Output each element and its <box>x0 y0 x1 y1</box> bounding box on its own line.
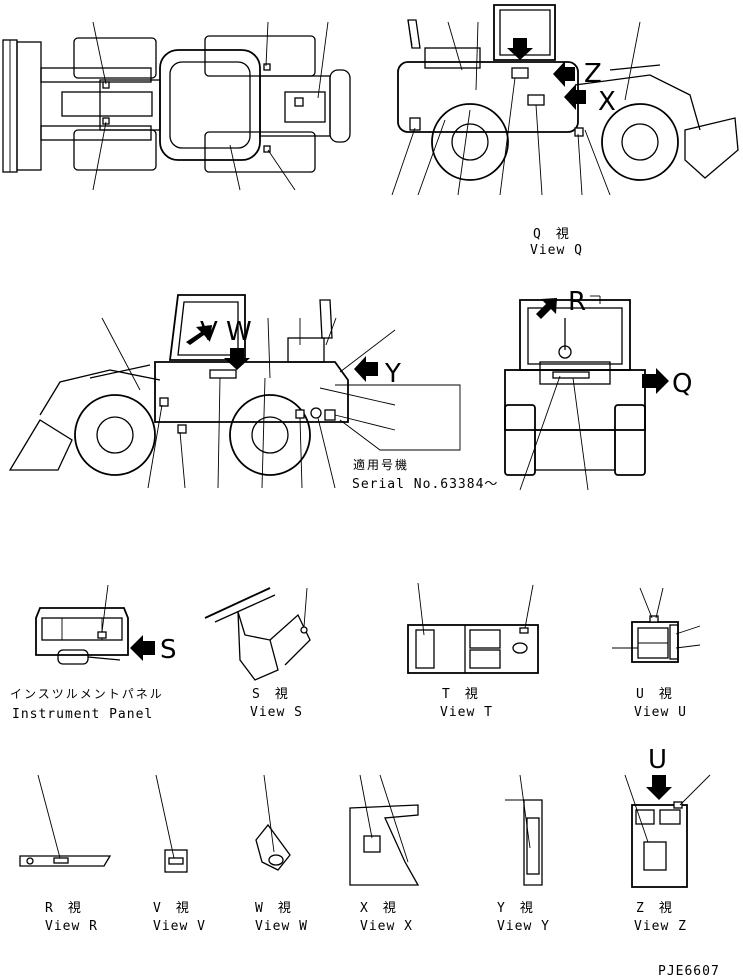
top-view-machine <box>2 21 351 191</box>
view-x-jp: X 視 <box>360 901 397 916</box>
view-t-en: View T <box>440 705 493 720</box>
arrow-letter-z: Z <box>584 59 602 89</box>
view-r-en: View R <box>45 919 98 934</box>
arrow-letter-x: X <box>598 87 616 117</box>
arrow-letter-s: S <box>160 635 177 665</box>
rear-view-machine: R Q <box>504 287 692 491</box>
view-y-en: View Y <box>497 919 550 934</box>
view-v-drawing <box>155 774 188 873</box>
serial-jp: 適用号機 <box>353 457 409 472</box>
view-z-jp: Z 視 <box>636 901 673 916</box>
arrow-letter-r: R <box>568 287 586 317</box>
view-z-en: View Z <box>634 919 687 934</box>
arrow-letter-q: Q <box>672 369 692 399</box>
view-u-jp: U 視 <box>636 687 673 702</box>
view-r-drawing <box>19 774 112 867</box>
view-s-en: View S <box>250 705 303 720</box>
view-z-drawing: U <box>624 745 711 888</box>
side-view-machine: V W Y <box>8 294 461 489</box>
view-r-jp: R 視 <box>45 901 82 916</box>
view-s-jp: S 視 <box>252 687 289 702</box>
view-s-drawing <box>204 587 311 681</box>
view-q-machine: Z X <box>391 4 739 196</box>
instrument-panel-drawing: S <box>35 584 177 665</box>
view-t-jp: T 視 <box>442 687 479 702</box>
arrow-letter-v: V <box>200 317 218 347</box>
view-w-en: View W <box>255 919 308 934</box>
instrument-panel-en: Instrument Panel <box>12 707 153 722</box>
drawing-code: PJE6607 <box>658 964 720 979</box>
view-x-drawing <box>349 774 420 886</box>
instrument-panel-jp: インスツルメントパネル <box>10 687 164 701</box>
view-y-drawing <box>505 774 543 886</box>
view-x-en: View X <box>360 919 413 934</box>
view-u-drawing <box>612 587 701 663</box>
view-w-drawing <box>255 774 291 871</box>
arrow-letter-w: W <box>226 317 252 347</box>
view-u-en: View U <box>634 705 687 720</box>
view-y-jp: Y 視 <box>497 901 534 916</box>
view-q-en: View Q <box>530 243 583 258</box>
serial-en: Serial No.63384～ <box>352 477 498 492</box>
view-v-en: View V <box>153 919 206 934</box>
view-q-jp: Q 視 <box>533 227 570 242</box>
arrow-letter-y: Y <box>384 359 401 389</box>
arrow-letter-u: U <box>648 745 667 775</box>
view-t-drawing <box>407 582 539 674</box>
view-v-jp: V 視 <box>153 901 190 916</box>
view-w-jp: W 視 <box>255 901 292 916</box>
